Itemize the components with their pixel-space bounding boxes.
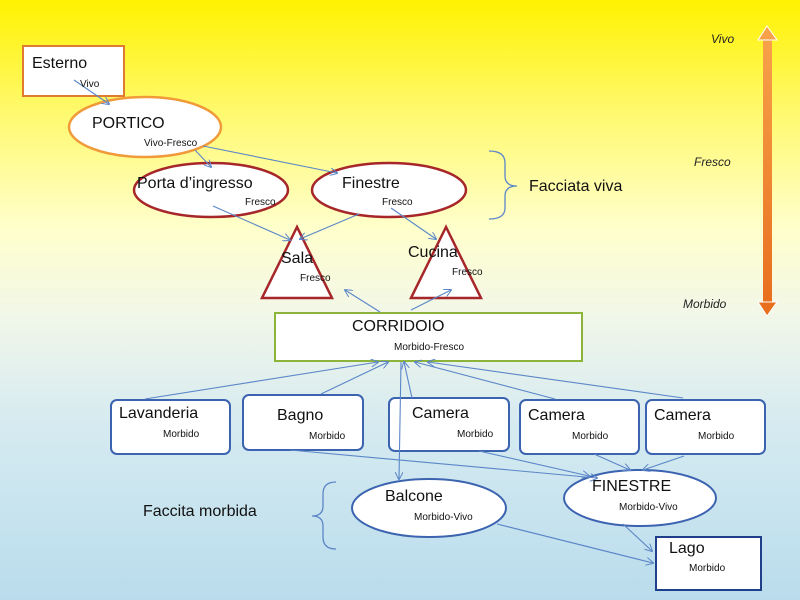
finestre-top-tag: Fresco: [382, 197, 413, 208]
finestre-bottom-name: FINESTRE: [592, 478, 672, 495]
esterno-tag: Vivo: [80, 79, 100, 90]
bagno-box: [242, 394, 364, 451]
portico-name: PORTICO: [92, 115, 165, 132]
cucina-tag: Fresco: [452, 267, 483, 278]
lago-tag: Morbido: [689, 563, 726, 574]
connector-finestre-lago: [622, 523, 652, 551]
balcone-tag: Morbido-Vivo: [414, 512, 473, 523]
finestre-top-ellipse: [310, 161, 468, 219]
finestre-top-name: Finestre: [342, 175, 400, 192]
corridoio-name: CORRIDOIO: [352, 318, 445, 335]
portico-tag: Vivo-Fresco: [144, 138, 198, 149]
connector-camera1-corridoio: [404, 362, 413, 399]
lavanderia-box: [110, 399, 231, 455]
portico-ellipse: [67, 95, 223, 159]
camera2-box: [519, 399, 640, 455]
finestre-bottom-tag: Morbido-Vivo: [619, 502, 678, 513]
lavanderia-tag: Morbido: [163, 429, 200, 440]
vivo-morbido-scale-arrow: [757, 25, 778, 317]
lago-name: Lago: [669, 540, 705, 557]
camera3-name: Camera: [654, 407, 711, 424]
porta-tag: Fresco: [245, 197, 276, 208]
connector-camera3-finestre: [643, 455, 685, 470]
esterno-box: [22, 45, 125, 97]
facciata-morbida-label: Faccita morbida: [143, 503, 257, 520]
scale-label-vivo: Vivo: [711, 32, 735, 46]
connector-esterno-portico: [73, 79, 109, 104]
connector-portico-finestre: [202, 145, 337, 173]
connector-portico-porta: [194, 149, 211, 167]
camera1-tag: Morbido: [457, 429, 494, 440]
connector-finestre-sala: [300, 213, 360, 239]
cucina-name: Cucina: [408, 244, 458, 261]
finestre-bottom-ellipse: [563, 469, 717, 527]
sala-name: Sala: [281, 250, 314, 267]
cucina-triangle: [408, 224, 484, 300]
connector-camera3-corridoio: [428, 362, 684, 399]
camera1-box: [388, 397, 510, 452]
corridoio-tag: Morbido-Fresco: [394, 342, 465, 353]
camera3-tag: Morbido: [698, 431, 735, 442]
connectors: [73, 79, 685, 563]
lavanderia-name: Lavanderia: [119, 405, 199, 422]
facciata-viva-brace: [488, 150, 518, 220]
balcone-name: Balcone: [385, 488, 443, 505]
bagno-name: Bagno: [277, 407, 324, 424]
bagno-tag: Morbido: [309, 431, 346, 442]
esterno-name: Esterno: [32, 55, 88, 72]
camera1-name: Camera: [412, 405, 469, 422]
connector-camera1-finestre: [478, 450, 589, 476]
connector-porta-sala: [212, 205, 290, 240]
facciata-viva-label: Facciata viva: [529, 178, 623, 195]
camera3-box: [645, 399, 766, 455]
connector-corridoio-sala: [345, 290, 381, 313]
connector-lavanderia-corridoio: [144, 362, 378, 400]
connector-finestre-cucina: [390, 207, 436, 239]
connector-camera2-finestre: [593, 453, 630, 470]
connector-corridoio-cucina: [410, 290, 451, 311]
scale-label-morbido: Morbido: [683, 297, 727, 311]
lago-box: [655, 536, 762, 591]
connector-bagno-corridoio: [320, 362, 388, 395]
porta-name: Porta d’ingresso: [137, 175, 253, 192]
balcone-ellipse: [351, 478, 507, 538]
camera2-tag: Morbido: [572, 431, 609, 442]
corridoio-box: [274, 312, 583, 362]
facciata-morbida-brace: [311, 481, 337, 550]
connector-balcone-lago: [496, 523, 653, 563]
sala-triangle: [259, 224, 335, 300]
connector-bagno-finestre: [289, 449, 597, 478]
sala-tag: Fresco: [300, 273, 331, 284]
camera2-name: Camera: [528, 407, 585, 424]
scale-label-fresco: Fresco: [694, 155, 731, 169]
connector-camera2-corridoio: [415, 362, 556, 400]
